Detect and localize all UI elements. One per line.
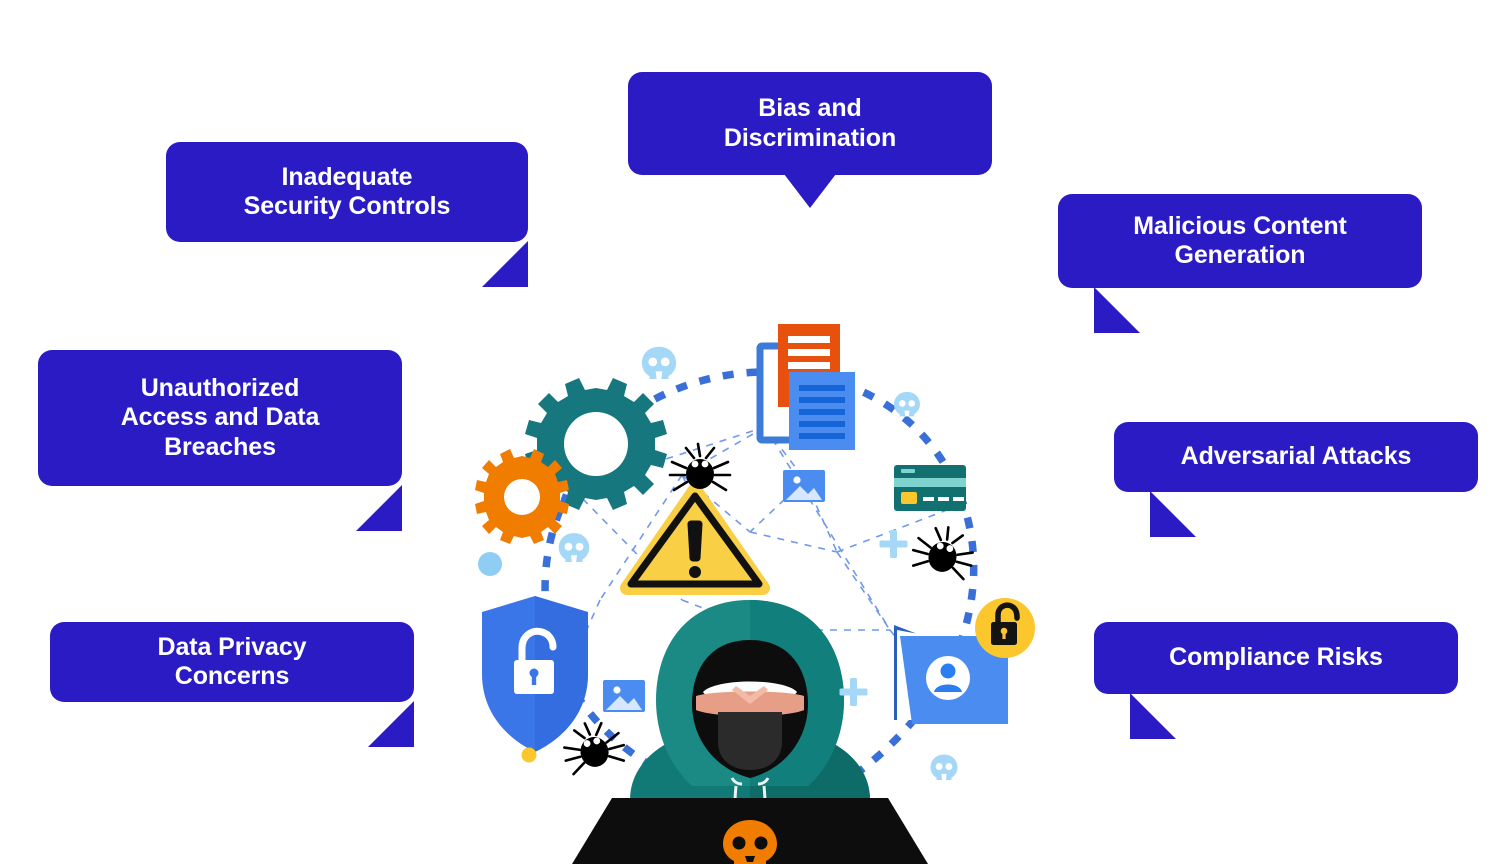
shield-unlocked-icon [482, 596, 588, 752]
image-icon [783, 470, 825, 502]
gear-large-icon [525, 378, 667, 510]
skull-decoration-icon [894, 391, 920, 417]
callout-label: Malicious Content Generation [1133, 211, 1347, 270]
document-stack [756, 324, 855, 450]
dot-yellow-decoration [521, 747, 537, 763]
dot-blue-decoration [478, 552, 502, 576]
callout-malicious-content-generation[interactable]: Malicious Content Generation [1058, 194, 1422, 288]
callout-label: Data Privacy Concerns [157, 632, 307, 691]
callout-label: Unauthorized Access and Data Breaches [120, 373, 320, 461]
unlock-badge-icon [975, 598, 1035, 658]
callout-tail-compliance-risks [1130, 693, 1176, 739]
warning-triangle-icon [620, 483, 770, 595]
bug-icon [563, 721, 626, 776]
callout-adversarial-attacks[interactable]: Adversarial Attacks [1114, 422, 1478, 492]
plus-decoration-icon [839, 678, 868, 706]
bug-icon [668, 442, 732, 492]
plus-decoration-icon [879, 530, 908, 558]
callout-tail-adversarial-attacks [1150, 491, 1196, 537]
callout-tail-bias-and-discrimination [784, 174, 836, 208]
callout-label: Inadequate Security Controls [243, 162, 451, 221]
document-blue-icon [789, 372, 855, 450]
callout-tail-data-privacy-concerns [368, 701, 414, 747]
callout-label: Compliance Risks [1169, 643, 1383, 672]
skull-decoration-icon [641, 346, 677, 379]
skull-decoration-icon [930, 754, 958, 780]
callout-data-privacy-concerns[interactable]: Data Privacy Concerns [50, 622, 414, 702]
callout-inadequate-security-controls[interactable]: Inadequate Security Controls [166, 142, 528, 242]
laptop-icon [572, 798, 928, 864]
callout-label: Adversarial Attacks [1180, 442, 1412, 471]
callout-label: Bias and Discrimination [723, 94, 897, 152]
callout-tail-unauthorized-access-and-data-breaches [356, 485, 402, 531]
folder-user-icon [894, 625, 1008, 724]
callout-unauthorized-access-and-data-breaches[interactable]: Unauthorized Access and Data Breaches [38, 350, 402, 486]
callout-bias-and-discrimination[interactable]: Bias and Discrimination [628, 72, 992, 175]
laptop-skull-icon [723, 820, 777, 864]
bug-icon [911, 526, 974, 581]
skull-decoration-icon [558, 533, 590, 562]
central-illustration [460, 300, 1040, 864]
callout-compliance-risks[interactable]: Compliance Risks [1094, 622, 1458, 694]
open-padlock-glyph [514, 627, 557, 694]
callout-tail-malicious-content-generation [1094, 287, 1140, 333]
gear-small-icon [475, 449, 569, 544]
credit-card-icon [894, 465, 966, 511]
image-icon [603, 680, 645, 712]
callout-tail-inadequate-security-controls [482, 241, 528, 287]
